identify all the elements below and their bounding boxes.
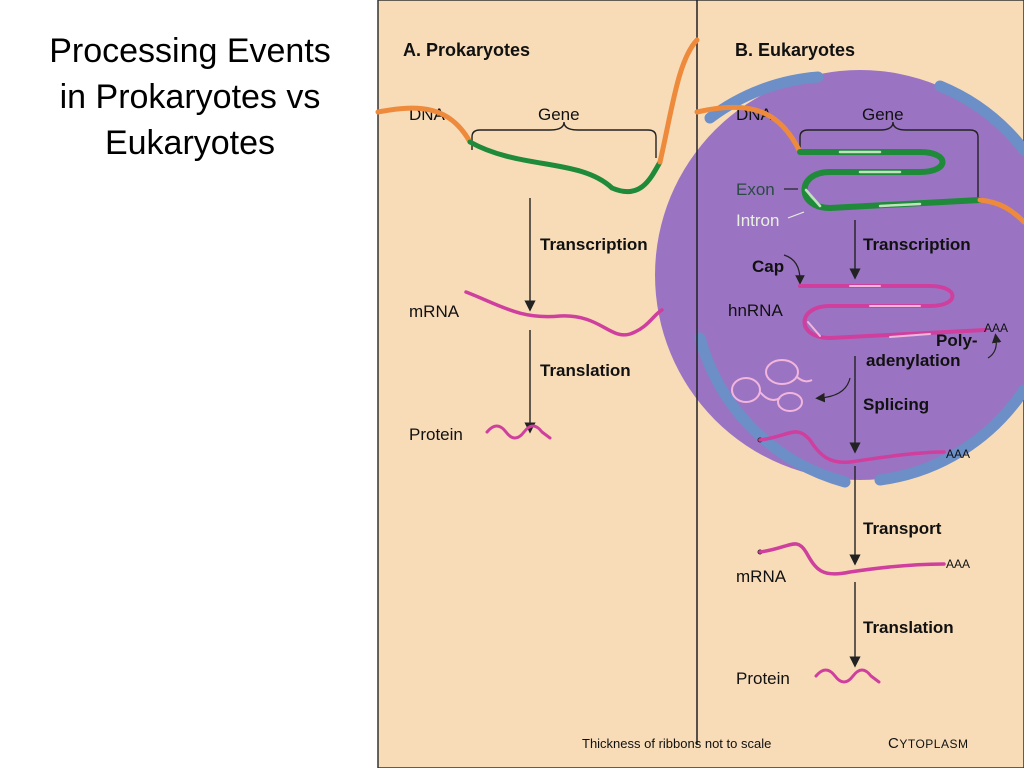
slide-title: Processing Events in Prokaryotes vs Euka…	[20, 28, 360, 166]
cap-label: Cap	[752, 257, 784, 276]
scale-note: Thickness of ribbons not to scale	[582, 736, 771, 751]
hnrna-label: hnRNA	[728, 301, 783, 320]
nuclear-envelope	[694, 71, 1024, 488]
polyadenylation-label-line2: adenylation	[866, 351, 960, 370]
transport-label: Transport	[863, 519, 942, 538]
hnrna-polya-tail: AAA	[984, 321, 1008, 335]
cytoplasmic-mrna-strand	[758, 542, 946, 576]
prokaryote-gene-segment	[467, 139, 663, 195]
intron-pointer	[787, 211, 805, 219]
panel-b-heading: B. Eukaryotes	[735, 40, 855, 60]
prokaryote-mrna-label: mRNA	[409, 302, 460, 321]
prokaryote-mrna-strand	[464, 290, 664, 337]
eukaryote-intron-segments	[804, 150, 922, 208]
cytoplasmic-mrna-polya-tail: AAA	[946, 557, 970, 571]
splicing-label: Splicing	[863, 395, 929, 414]
eukaryote-mrna-label: mRNA	[736, 567, 787, 586]
polyadenylation-label-line1: Poly-	[936, 331, 978, 350]
eukaryote-gene-brace	[799, 121, 979, 200]
title-line-2: in Prokaryotes vs	[59, 78, 321, 116]
prokaryote-transcription-label: Transcription	[540, 235, 648, 254]
intron-label: Intron	[736, 211, 779, 230]
prokaryote-translation-label: Translation	[540, 361, 631, 380]
hnrna-strand	[798, 284, 987, 341]
exon-label: Exon	[736, 180, 775, 199]
eukaryote-protein-label: Protein	[736, 669, 790, 688]
eukaryote-protein-chain	[814, 668, 881, 684]
cytoplasm-label: CYTOPLASM	[888, 735, 968, 752]
prokaryote-gene-label: Gene	[538, 105, 580, 124]
prokaryote-protein-label: Protein	[409, 425, 463, 444]
title-line-1: Processing Events	[49, 32, 331, 70]
spliced-mrna-polya-tail: AAA	[946, 447, 970, 461]
eukaryote-gene-label: Gene	[862, 105, 904, 124]
cytoplasm-rest: YTOPLASM	[899, 737, 968, 751]
eukaryote-dna-strand	[694, 104, 803, 155]
spliced-mrna-strand	[758, 430, 946, 465]
splicing-branch-arrow	[815, 377, 851, 403]
polyadenylation-pointer	[987, 333, 1002, 359]
eukaryote-gene-hairpin-outer	[797, 149, 983, 212]
eukaryote-dna-strand-right	[977, 197, 1024, 225]
excised-intron-lariats	[731, 359, 813, 412]
panel-a-heading: A. Prokaryotes	[403, 40, 530, 60]
eukaryote-transcription-label: Transcription	[863, 235, 971, 254]
cap-pointer	[783, 254, 805, 285]
prokaryote-gene-brace	[471, 121, 657, 158]
cytoplasm-initial: C	[888, 735, 899, 752]
prokaryote-dna-strand	[375, 105, 473, 145]
prokaryote-protein-chain	[485, 424, 552, 440]
title-line-3: Eukaryotes	[104, 124, 276, 162]
prokaryote-dna-strand-right	[657, 37, 700, 165]
hnrna-intron-segments	[807, 285, 931, 338]
eukaryote-translation-label: Translation	[863, 618, 954, 637]
